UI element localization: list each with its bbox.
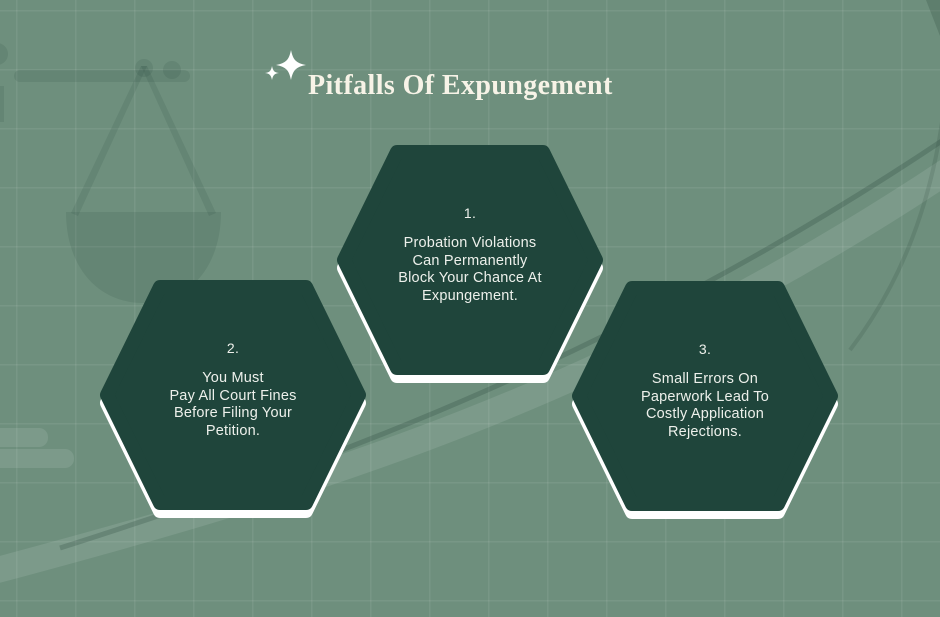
step-bars-decoration — [0, 428, 74, 468]
item-number: 1. — [463, 205, 477, 221]
scales-of-justice-icon — [0, 43, 221, 303]
hexagon-card-3: 3. Small Errors On Paperwork Lead To Cos… — [564, 277, 846, 529]
hexagon-shape-1 — [337, 145, 603, 383]
hexagon-card-2: 2. You Must Pay All Court Fines Before F… — [92, 276, 374, 528]
hexagon-content-3: 3. Small Errors On Paperwork Lead To Cos… — [598, 281, 812, 511]
page-title: Pitfalls Of Expungement — [308, 70, 613, 101]
header: Pitfalls Of Expungement — [264, 46, 613, 102]
sparkle-icon — [265, 50, 306, 80]
corner-accent — [926, 0, 940, 36]
swoosh-secondary-line — [848, 122, 940, 352]
item-number: 2. — [226, 340, 240, 356]
swoosh-light-band — [0, 160, 940, 583]
item-text: You Must Pay All Court Fines Before Fili… — [169, 370, 297, 439]
hexagon-content-2: 2. You Must Pay All Court Fines Before F… — [126, 280, 340, 510]
hexagon-shape-3 — [572, 281, 838, 519]
hexagon-shape-2 — [100, 280, 366, 518]
item-text: Probation Violations Can Permanently Blo… — [398, 235, 542, 304]
item-number: 3. — [698, 341, 712, 357]
item-text: Small Errors On Paperwork Lead To Costly… — [640, 371, 770, 440]
hexagon-card-1: 1. Probation Violations Can Permanently … — [329, 141, 611, 393]
hexagon-content-1: 1. Probation Violations Can Permanently … — [363, 145, 577, 375]
